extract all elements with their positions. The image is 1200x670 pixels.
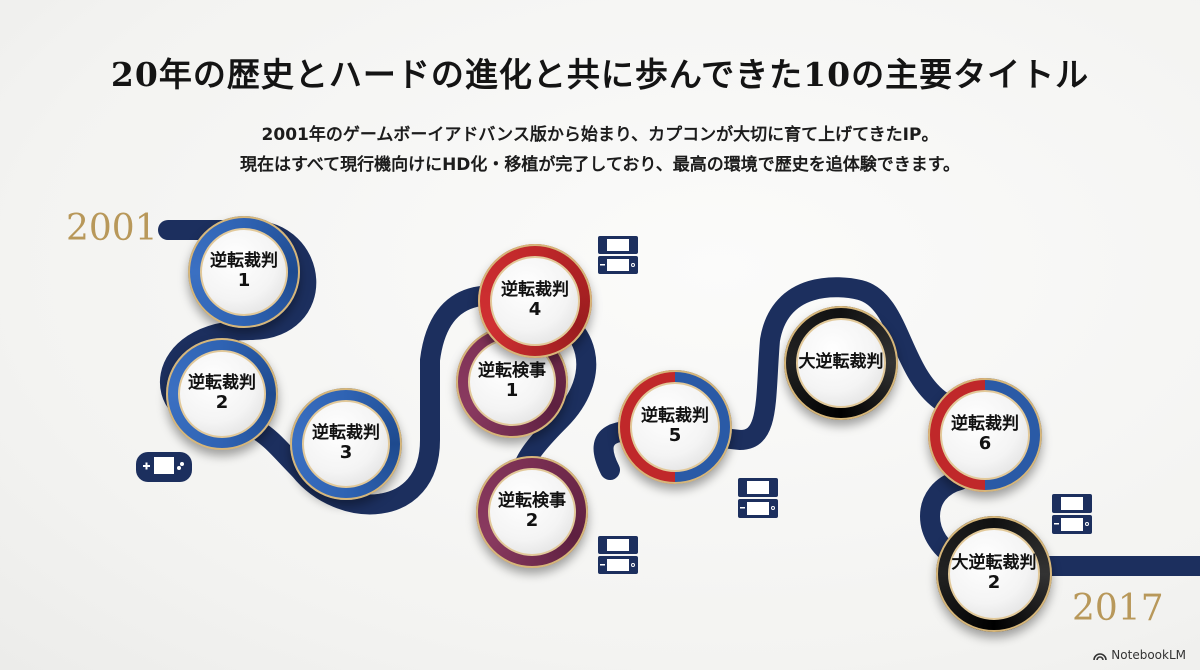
gba-icon (136, 452, 192, 482)
badge-gold-rim (188, 216, 300, 328)
badge-title: 逆転裁判 (641, 405, 709, 426)
start-year: 2001 (66, 208, 158, 249)
badge-face: 大逆転裁判 2 (948, 528, 1040, 620)
badge-face: 大逆転裁判 (796, 318, 886, 408)
badge-number: 3 (339, 442, 353, 464)
ds-icon (598, 236, 638, 274)
badge-gold-rim (784, 306, 898, 420)
badge-number: 2 (215, 392, 229, 414)
badge-gold-rim (476, 456, 588, 568)
badge-title: 大逆転裁判 (951, 552, 1037, 573)
badge-gold-rim (936, 516, 1052, 632)
title-badge-aa2: 逆転裁判 2 (166, 338, 278, 450)
title-badge-aa4: 逆転裁判 4 (478, 244, 592, 358)
title-badge-aa1: 逆転裁判 1 (188, 216, 300, 328)
title-badge-aa6: 逆転裁判 6 (928, 378, 1042, 492)
badge-title: 逆転裁判 (951, 413, 1019, 434)
badge-face: 逆転裁判 1 (200, 228, 288, 316)
page-title: 20年の歴史とハードの進化と共に歩んできた10の主要タイトル (110, 55, 1090, 94)
badge-number: 1 (237, 270, 251, 292)
3ds-icon (738, 478, 778, 518)
badge-title: 逆転検事 (478, 360, 546, 381)
title-badge-great-ace-attorney2: 大逆転裁判 2 (936, 516, 1052, 632)
badge-gold-rim (166, 338, 278, 450)
notebooklm-logo-icon (1093, 653, 1108, 660)
badge-number: 2 (987, 572, 1001, 594)
badge-title: 逆転裁判 (188, 372, 256, 393)
notebooklm-branding: NotebookLM (1093, 648, 1186, 662)
title-badge-aa-investigations2: 逆転検事 2 (476, 456, 588, 568)
badge-face: 逆転裁判 2 (178, 350, 266, 438)
badge-title: 逆転裁判 (501, 279, 569, 300)
title-badge-aa5: 逆転裁判 5 (618, 370, 732, 484)
badge-gold-rim (928, 378, 1042, 492)
subtitle-line-2: 現在はすべて現行機向けにHD化・移植が完了しており、最高の環境で歴史を追体験でき… (239, 155, 961, 175)
badge-number: 5 (668, 425, 682, 447)
end-year: 2017 (1072, 588, 1164, 629)
branding-label: NotebookLM (1111, 648, 1186, 662)
title-badge-aa3: 逆転裁判 3 (290, 388, 402, 500)
3ds-icon (1052, 494, 1092, 534)
badge-number: 2 (525, 510, 539, 532)
badge-face: 逆転裁判 6 (940, 390, 1030, 480)
badge-title: 逆転裁判 (210, 250, 278, 271)
badge-gold-rim (618, 370, 732, 484)
subtitle-line-1: 2001年のゲームボーイアドバンス版から始まり、カプコンが大切に育て上げてきたI… (261, 125, 939, 145)
ds-icon (598, 536, 638, 574)
badge-gold-rim (290, 388, 402, 500)
badge-face: 逆転裁判 4 (490, 256, 580, 346)
badge-title: 大逆転裁判 (798, 352, 884, 373)
badge-title: 逆転裁判 (312, 422, 380, 443)
badge-face: 逆転裁判 5 (630, 382, 720, 472)
badge-face: 逆転裁判 3 (302, 400, 390, 488)
badge-number: 4 (528, 299, 542, 321)
badge-gold-rim (478, 244, 592, 358)
badge-number: 6 (978, 433, 992, 455)
badge-number: 1 (505, 380, 519, 402)
title-badge-great-ace-attorney: 大逆転裁判 (784, 306, 898, 420)
badge-title: 逆転検事 (498, 490, 566, 511)
badge-face: 逆転検事 2 (488, 468, 576, 556)
